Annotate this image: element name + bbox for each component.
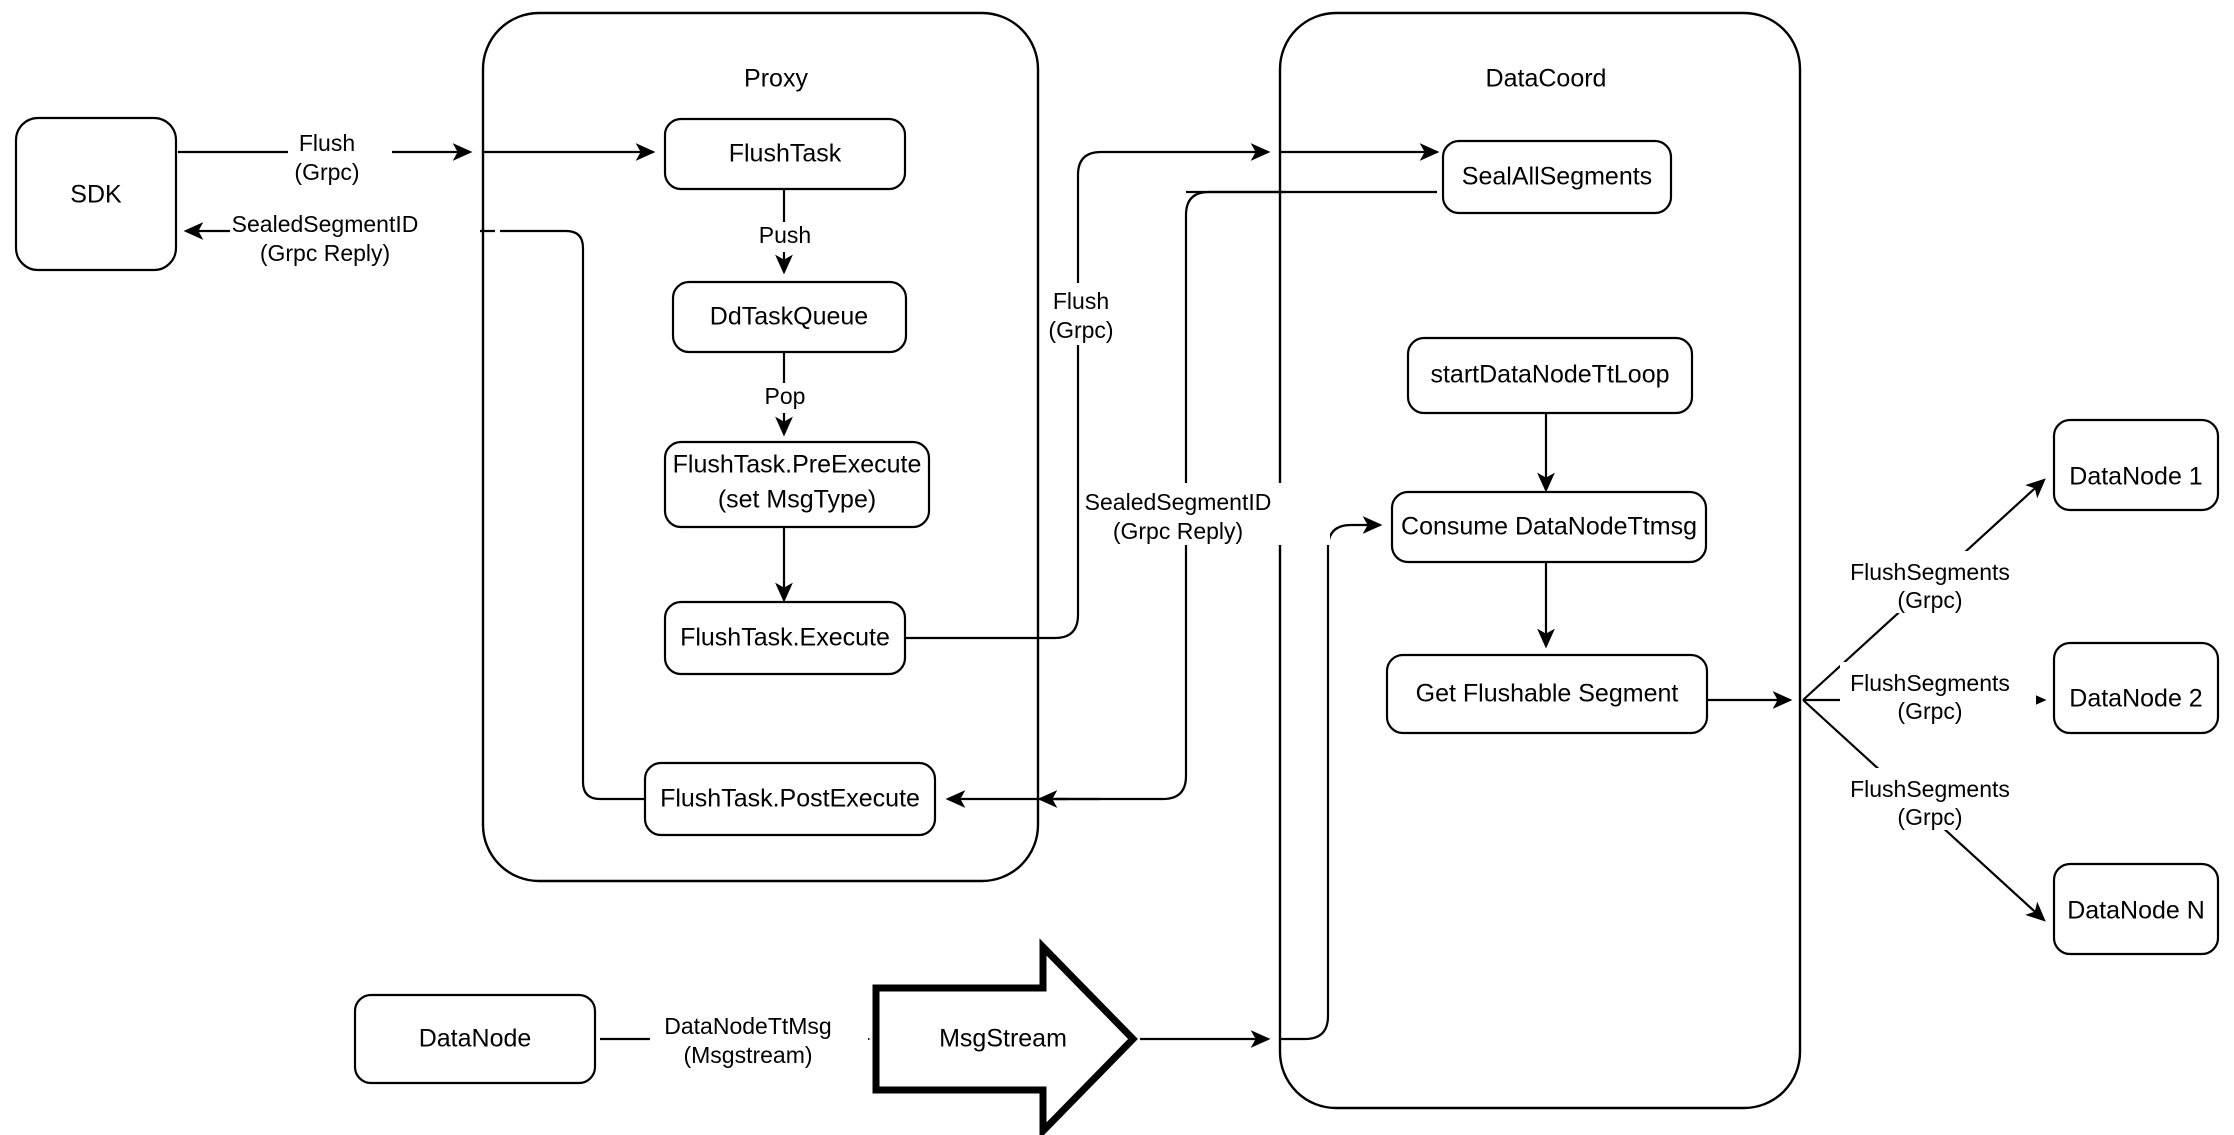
label-bg-proxy-to-sdk: [230, 209, 480, 271]
container-proxy: Proxy: [481, 11, 1040, 883]
label-datanode-ttmsg: DataNodeTtMsg (Msgstream): [650, 1010, 868, 1072]
label-sdk-to-proxy-line2: (Grpc): [294, 159, 359, 185]
node-getflushablesegment[interactable]: Get Flushable Segment: [1385, 653, 1709, 735]
container-datacoord: DataCoord: [1278, 11, 1802, 1110]
flushtask-label: FlushTask: [729, 140, 842, 168]
node-sealallsegments[interactable]: SealAllSegments: [1441, 139, 1673, 215]
sdk-label: SDK: [70, 181, 122, 209]
getflushablesegment-label: Get Flushable Segment: [1416, 680, 1679, 708]
label-bg-flushsegments-2: [1840, 662, 2036, 724]
startdatanodettloop-label: startDataNodeTtLoop: [1430, 361, 1669, 389]
label-bg-flushsegments-1: [1840, 551, 2036, 613]
label-bg-datanode-ttmsg: [650, 1010, 868, 1072]
datanode-bottom-box[interactable]: [353, 993, 597, 1085]
flushtask-box[interactable]: [663, 117, 907, 191]
label-flushsegments-n-line1: FlushSegments: [1850, 776, 2010, 802]
label-pop: Pop: [765, 383, 806, 409]
label-flushsegments-2: FlushSegments (Grpc): [1840, 662, 2036, 724]
label-datacoord-to-proxy-line2: (Grpc Reply): [1113, 518, 1243, 544]
execute-box[interactable]: [663, 600, 907, 676]
node-datanode-bottom[interactable]: DataNode: [353, 993, 597, 1085]
preexecute-label-line2: (set MsgType): [718, 486, 876, 514]
label-flushsegments-2-line2: (Grpc): [1897, 698, 1962, 724]
startdatanodettloop-box[interactable]: [1406, 336, 1694, 415]
label-bg-flushsegments-n: [1840, 768, 2036, 830]
datanoden-label: DataNode N: [2067, 897, 2205, 925]
label-sdk-to-proxy: Flush (Grpc): [288, 128, 392, 190]
label-flushsegments-1-line2: (Grpc): [1897, 587, 1962, 613]
label-proxy-to-sdk-line1: SealedSegmentID: [232, 211, 419, 237]
node-preexecute[interactable]: FlushTask.PreExecute (set MsgType): [663, 440, 931, 529]
postexecute-box[interactable]: [643, 761, 937, 837]
datanode2-label: DataNode 2: [2069, 685, 2202, 713]
label-flushsegments-n-line2: (Grpc): [1897, 804, 1962, 830]
edge-msgstream-route-to-consume: [1280, 516, 1383, 1041]
sealallsegments-label: SealAllSegments: [1462, 163, 1652, 191]
label-sdk-to-proxy-line1: Flush: [299, 130, 355, 156]
proxy-container-title: Proxy: [744, 65, 808, 93]
label-push: Push: [748, 222, 822, 252]
consumedatanodettmsg-box[interactable]: [1390, 490, 1708, 564]
label-push: Push: [759, 222, 811, 248]
label-bg-pop: [752, 383, 818, 413]
proxy-container-outline: [481, 11, 1040, 883]
node-msgstream[interactable]: MsgStream: [872, 938, 1138, 1135]
ddtaskqueue-label: DdTaskQueue: [710, 303, 868, 331]
datanoden-box[interactable]: [2052, 862, 2220, 956]
node-datanode1[interactable]: DataNode 1: [2052, 418, 2220, 512]
node-datanoden[interactable]: DataNode N: [2052, 862, 2220, 956]
label-bg-sdk-to-proxy: [288, 128, 392, 190]
node-execute[interactable]: FlushTask.Execute: [663, 600, 907, 676]
label-datacoord-to-proxy-line1: SealedSegmentID: [1085, 489, 1272, 515]
label-bg-proxy-to-datacoord: [1040, 283, 1140, 345]
label-proxy-to-sdk-line2: (Grpc Reply): [260, 240, 390, 266]
label-bg-push: [748, 222, 822, 252]
label-flushsegments-2-line1: FlushSegments: [1850, 670, 2010, 696]
label-datacoord-to-proxy: SealedSegmentID (Grpc Reply): [1082, 483, 1330, 545]
consumedatanodettmsg-label: Consume DataNodeTtmsg: [1401, 513, 1697, 541]
label-datanode-ttmsg-line1: DataNodeTtMsg: [664, 1013, 831, 1039]
node-flushtask[interactable]: FlushTask: [663, 117, 907, 191]
label-proxy-to-datacoord-line2: (Grpc): [1048, 317, 1113, 343]
node-sdk[interactable]: SDK: [14, 116, 178, 272]
node-ddtaskqueue[interactable]: DdTaskQueue: [671, 280, 908, 354]
label-proxy-to-datacoord-line1: Flush: [1053, 288, 1109, 314]
label-bg-datacoord-to-proxy: [1082, 483, 1330, 545]
label-flushsegments-1-line1: FlushSegments: [1850, 559, 2010, 585]
label-proxy-to-sdk: SealedSegmentID (Grpc Reply): [230, 209, 480, 271]
label-proxy-to-datacoord: Flush (Grpc): [1040, 283, 1140, 345]
datacoord-container-outline: [1278, 11, 1802, 1110]
datanode-bottom-label: DataNode: [419, 1025, 532, 1053]
datanode1-label: DataNode 1: [2069, 463, 2202, 491]
msgstream-label: MsgStream: [939, 1025, 1067, 1053]
node-postexecute[interactable]: FlushTask.PostExecute: [643, 761, 937, 837]
postexecute-label: FlushTask.PostExecute: [660, 785, 920, 813]
node-datanode2[interactable]: DataNode 2: [2052, 641, 2220, 735]
edge-execute-to-datacoord-flush: [906, 143, 1271, 640]
preexecute-box[interactable]: [663, 440, 931, 529]
msgstream-arrow-shape[interactable]: [872, 938, 1138, 1135]
datacoord-container-title: DataCoord: [1486, 65, 1607, 93]
label-flushsegments-n: FlushSegments (Grpc): [1840, 768, 2036, 830]
sdk-box[interactable]: [14, 116, 178, 272]
datanode2-box[interactable]: [2052, 641, 2220, 735]
label-datanode-ttmsg-line2: (Msgstream): [683, 1042, 812, 1068]
edge-postexecute-to-sdk-route: [500, 229, 645, 801]
sealallsegments-box[interactable]: [1441, 139, 1673, 215]
datanode1-box[interactable]: [2052, 418, 2220, 512]
label-flushsegments-1: FlushSegments (Grpc): [1840, 551, 2036, 613]
ddtaskqueue-box[interactable]: [671, 280, 908, 354]
getflushablesegment-box[interactable]: [1385, 653, 1709, 735]
node-startdatanodettloop[interactable]: startDataNodeTtLoop: [1406, 336, 1694, 415]
execute-label: FlushTask.Execute: [680, 624, 890, 652]
preexecute-label-line1: FlushTask.PreExecute: [673, 451, 922, 479]
label-pop: Pop: [752, 383, 818, 413]
node-consumedatanodettmsg[interactable]: Consume DataNodeTtmsg: [1390, 490, 1708, 564]
